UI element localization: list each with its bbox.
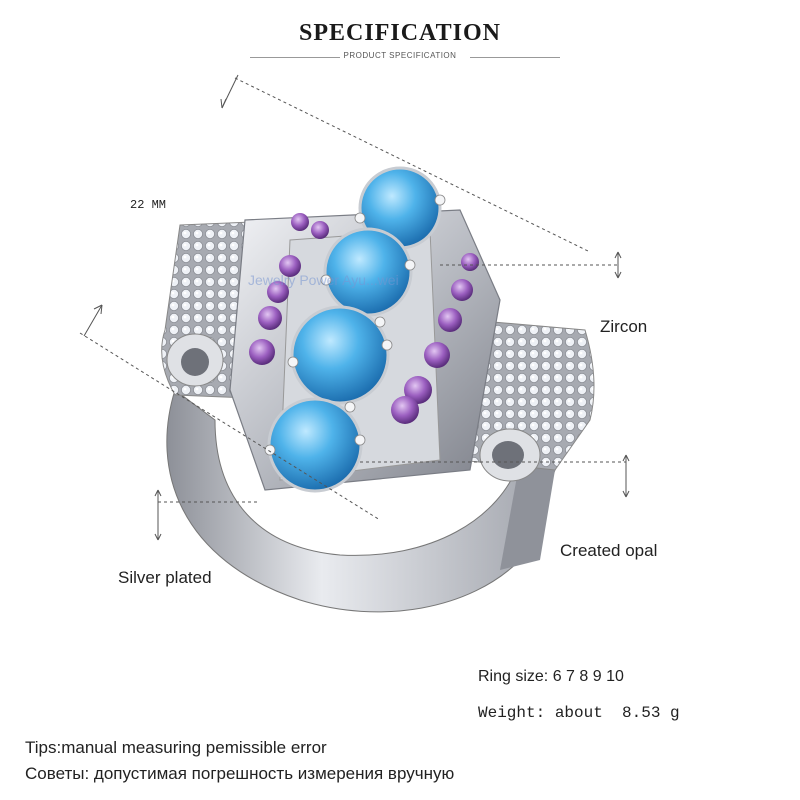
prongs [264, 194, 446, 456]
dimension-lines [79, 74, 630, 541]
title-divider-right [470, 57, 560, 58]
ring-band [166, 389, 556, 613]
zircon-callout: Zircon [600, 317, 648, 336]
opal-stones [267, 166, 442, 493]
amethyst-zircons [249, 213, 479, 424]
width-dimension-label: 22 MM [130, 198, 167, 212]
tips-russian: Советы: допустимая погрешность измерения… [25, 764, 455, 783]
ring-size-spec: Ring size: 6 7 8 9 10 [478, 668, 624, 685]
created-opal-callout: Created opal [560, 541, 658, 560]
page-title: SPECIFICATION [299, 20, 501, 46]
page-subtitle: PRODUCT SPECIFICATION [343, 51, 457, 60]
watermark: Jewelry Power Ayu...wei [248, 272, 399, 288]
silver-plated-callout: Silver plated [118, 568, 212, 587]
tips-english: Tips:manual measuring pemissible error [25, 738, 327, 757]
weight-spec: Weight: about 8.53 g [478, 704, 680, 722]
title-divider-left [250, 57, 340, 58]
